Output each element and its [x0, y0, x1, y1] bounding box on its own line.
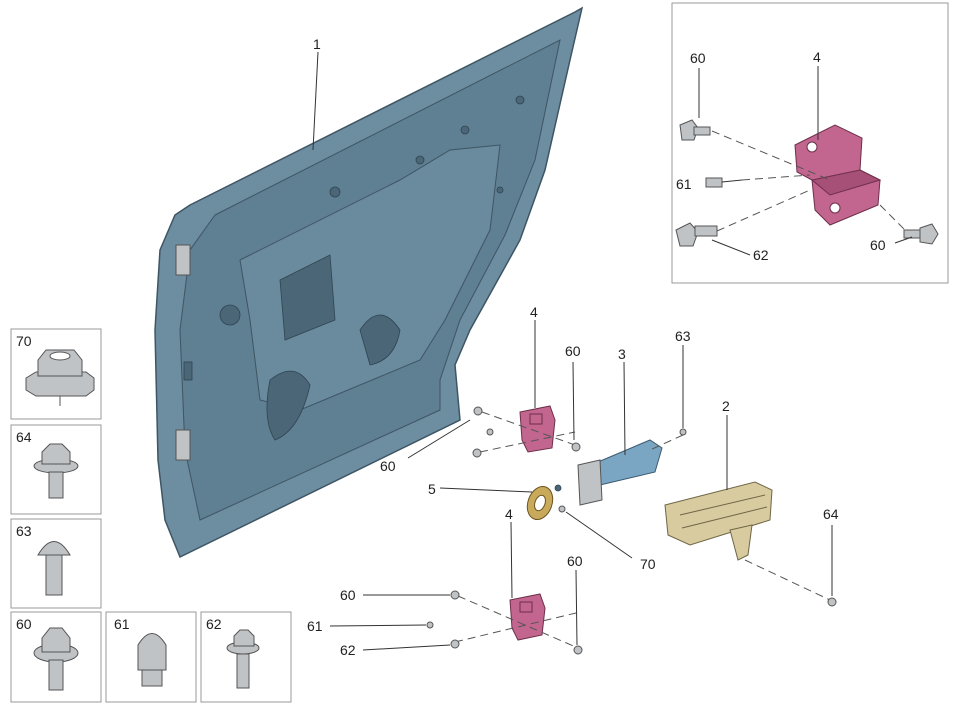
- callout-1: 1: [313, 36, 321, 52]
- hinge-lower[interactable]: [509, 593, 546, 641]
- legend-box-70[interactable]: 70: [10, 328, 102, 420]
- inset-callout-60-right: 60: [870, 237, 886, 253]
- bolt-60[interactable]: [450, 590, 460, 600]
- bolt-60[interactable]: [573, 645, 583, 655]
- callout-62: 62: [340, 642, 356, 658]
- inset-callout-60-top: 60: [690, 50, 706, 66]
- bolt-64[interactable]: [827, 597, 837, 607]
- svg-text:62: 62: [206, 616, 222, 632]
- bolt-60[interactable]: [473, 406, 483, 416]
- nut-70[interactable]: [558, 505, 566, 513]
- inset-bolt-60-top[interactable]: [679, 119, 711, 141]
- bolt-62[interactable]: [472, 448, 482, 458]
- pin-61[interactable]: [486, 428, 494, 436]
- callout-63: 63: [675, 328, 691, 344]
- inset-callout-62: 62: [753, 247, 769, 263]
- svg-text:64: 64: [16, 429, 32, 445]
- hinge-upper[interactable]: [519, 405, 556, 453]
- callout-5: 5: [428, 481, 436, 497]
- callout-60-lower-left: 60: [340, 587, 356, 603]
- svg-text:61: 61: [114, 616, 130, 632]
- callout-4-upper: 4: [530, 304, 538, 320]
- screw-63[interactable]: [679, 428, 687, 436]
- inset-hinge[interactable]: [794, 124, 882, 226]
- svg-text:70: 70: [16, 333, 32, 349]
- callout-4-lower: 4: [505, 506, 513, 522]
- striker-bracket[interactable]: [577, 439, 663, 506]
- inset-pin-61[interactable]: [705, 177, 723, 188]
- lock-unit[interactable]: [664, 481, 773, 561]
- callout-60-upper-left: 60: [380, 458, 396, 474]
- callout-60-upper-right: 60: [565, 343, 581, 359]
- pin-61[interactable]: [426, 621, 434, 629]
- callout-61: 61: [307, 618, 323, 634]
- inset-bolt-60-right[interactable]: [903, 223, 939, 245]
- callout-64: 64: [823, 506, 839, 522]
- callout-70: 70: [640, 556, 656, 572]
- legend-box-63[interactable]: 63: [10, 518, 102, 609]
- callout-2: 2: [722, 398, 730, 414]
- bolt-62[interactable]: [450, 639, 460, 649]
- inset-callout-61: 61: [676, 176, 692, 192]
- legend-box-60[interactable]: 60: [10, 611, 102, 703]
- legend-box-61[interactable]: 61: [105, 611, 197, 703]
- svg-text:63: 63: [16, 523, 32, 539]
- legend-box-64[interactable]: 64: [10, 424, 102, 515]
- legend-box-62[interactable]: 62: [200, 611, 292, 703]
- door-shell[interactable]: [154, 6, 584, 559]
- callout-60-lower-right: 60: [567, 553, 583, 569]
- bolt-60[interactable]: [571, 442, 581, 452]
- svg-text:60: 60: [16, 616, 32, 632]
- inset-callout-4: 4: [813, 49, 821, 65]
- hinge-detail-inset: 4 60 61 62 60: [671, 2, 949, 284]
- callout-3: 3: [618, 346, 626, 362]
